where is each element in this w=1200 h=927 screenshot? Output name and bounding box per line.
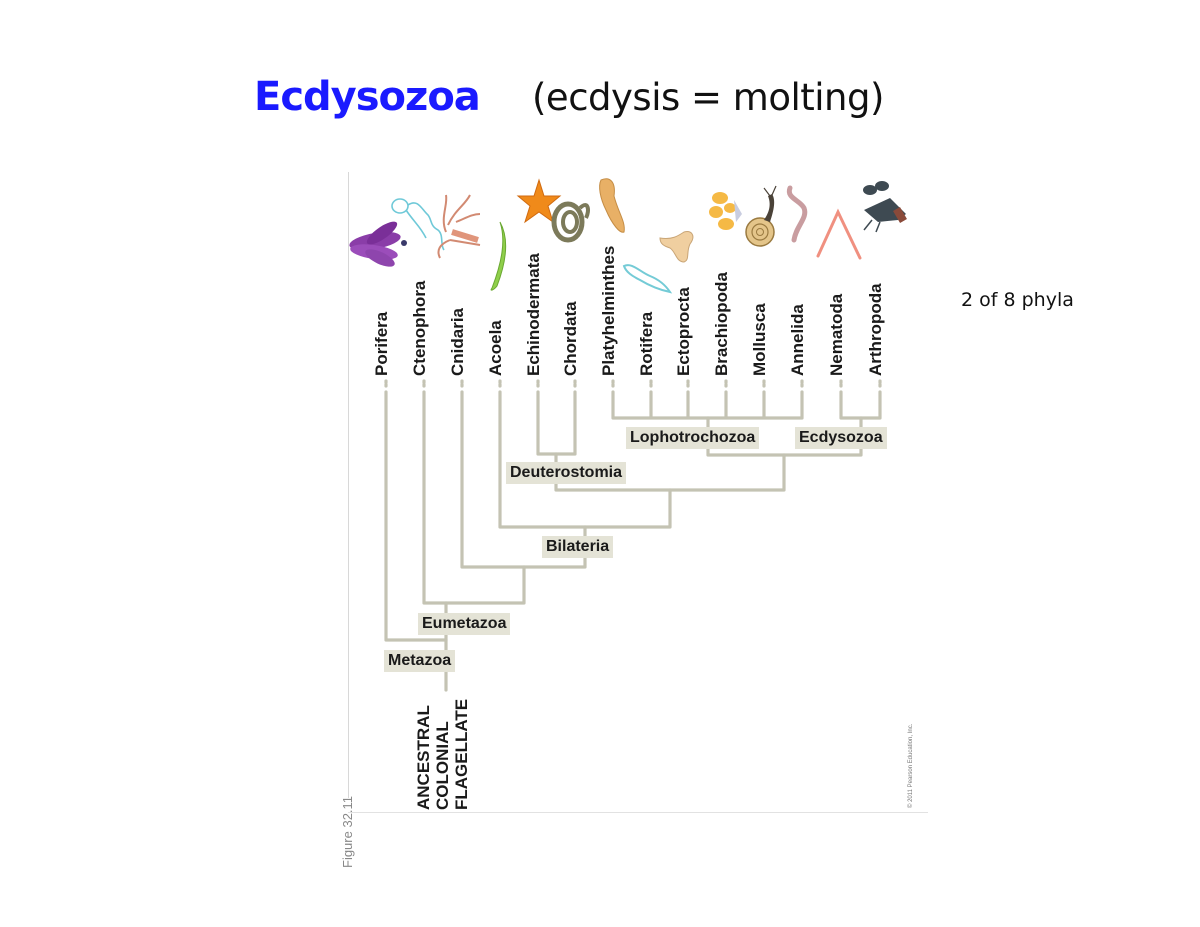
taxon-label-porifera: Porifera <box>372 311 391 376</box>
roundworm-icon <box>816 208 862 260</box>
figure-frame-bottom <box>348 812 928 813</box>
clade-label-bilateria: Bilateria <box>542 536 614 558</box>
taxon-label-acoela: Acoela <box>486 320 505 376</box>
lobster-icon <box>863 181 907 233</box>
clade-label-metazoa: Metazoa <box>384 650 456 672</box>
acoel-worm-icon <box>490 221 506 291</box>
earthworm-icon <box>786 185 808 243</box>
taxon-label-chordata: Chordata <box>561 301 580 376</box>
taxon-label-annelida: Annelida <box>788 304 807 376</box>
taxon-label-mollusca: Mollusca <box>750 303 769 376</box>
slide-title: Ecdysozoa (ecdysis = molting) <box>0 74 1200 134</box>
taxon-label-echinodermata: Echinodermata <box>524 253 543 376</box>
comb-jelly-icon <box>391 198 445 251</box>
taxon-label-nematoda: Nematoda <box>827 293 846 376</box>
root-label-ancestral-colonial-flagellate: ANCESTRAL COLONIAL FLAGELLATE <box>414 698 471 810</box>
copyright-notice: © 2011 Pearson Education, Inc. <box>908 723 914 808</box>
snail-icon <box>745 185 777 247</box>
taxon-label-rotifera: Rotifera <box>637 311 656 376</box>
title-ecdysozoa: Ecdysozoa <box>254 74 481 120</box>
brachiopod-icon <box>709 192 742 230</box>
phyla-count-note: 2 of 8 phyla <box>961 289 1074 311</box>
branch-eumetazoa <box>422 390 526 605</box>
clade-label-ecdysozoa: Ecdysozoa <box>795 427 887 449</box>
title-definition: (ecdysis = molting) <box>532 76 884 119</box>
sponge-icon <box>349 221 407 267</box>
bryozoan-icon <box>659 231 694 263</box>
figure-number: Figure 32.11 <box>340 795 355 868</box>
figure-frame-left <box>348 172 349 798</box>
clade-label-lophotrochozoa: Lophotrochozoa <box>626 427 760 449</box>
taxon-label-ectoprocta: Ectoprocta <box>674 287 693 376</box>
taxon-label-brachiopoda: Brachiopoda <box>712 272 731 376</box>
clade-label-eumetazoa: Eumetazoa <box>418 613 511 635</box>
taxon-label-ctenophora: Ctenophora <box>410 280 429 376</box>
sea-star-icon <box>516 178 562 224</box>
snake-icon <box>551 201 590 243</box>
taxon-label-arthropoda: Arthropoda <box>866 283 885 376</box>
rotifer-icon <box>622 264 673 294</box>
clade-label-deuterostomia: Deuterostomia <box>506 462 627 484</box>
taxon-label-platyhelminthes: Platyhelminthes <box>599 245 618 376</box>
sea-anemone-icon <box>437 194 481 259</box>
taxon-label-cnidaria: Cnidaria <box>448 307 467 376</box>
flatworm-icon <box>599 178 625 233</box>
